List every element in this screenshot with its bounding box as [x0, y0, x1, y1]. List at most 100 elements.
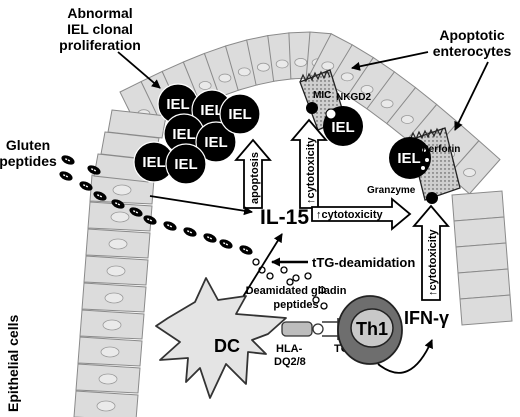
hla-label: HLA-	[276, 343, 303, 355]
epithelial-cell	[455, 242, 509, 274]
cytotoxicity-label-right: ↑cytotoxicity	[316, 209, 384, 221]
deamidated-peptide-icon	[318, 286, 326, 294]
iel-label: IEL	[172, 126, 195, 143]
nkgd2-label: NKGD2	[336, 92, 371, 103]
cell-nucleus	[294, 58, 308, 67]
iel-label: IEL	[166, 96, 189, 113]
abnormal-iel-title: Abnormal	[67, 5, 132, 21]
apoptosis-arrow: apoptosis	[234, 138, 272, 209]
granzyme-icon	[426, 192, 438, 204]
gluten-peptide-icon	[111, 199, 125, 209]
abnormal-iel-title-3: proliferation	[59, 37, 141, 53]
gluten-peptide-icon	[163, 221, 177, 231]
gluten-peptide-icon	[61, 155, 75, 165]
iel-cell: IEL	[165, 143, 207, 185]
iel-perforin: IEL	[389, 137, 431, 179]
epithelial-column-left	[73, 109, 167, 417]
cell-nucleus	[96, 400, 116, 412]
deamidated-peptide-icon	[266, 272, 274, 280]
abnormal-iel-title-2: IEL clonal	[67, 21, 133, 37]
iel-cell: IEL	[219, 93, 261, 135]
deamidated-peptide-icon	[312, 296, 320, 304]
iel-cell: IEL	[133, 141, 175, 183]
cell-nucleus	[106, 265, 126, 277]
apoptotic-title: Apoptotic	[439, 27, 505, 43]
hla-molecule	[281, 321, 313, 337]
cytotoxicity-arrow-ifn: ↑cytotoxicity	[412, 204, 450, 301]
deamidated-label-2: peptides	[273, 299, 318, 311]
mic-ligand-icon	[306, 102, 318, 114]
cell-nucleus	[104, 292, 124, 304]
dc-label: DC	[214, 336, 240, 356]
hla-label-2: DQ2/8	[274, 356, 306, 368]
tcr-receptor	[322, 318, 339, 340]
granzyme-label: Granzyme	[367, 185, 416, 196]
apoptosis-label: apoptosis	[249, 152, 261, 204]
apoptotic-title-2: enterocytes	[433, 43, 512, 59]
deamidated-peptide-dots	[252, 258, 328, 310]
epithelial-cell	[453, 216, 507, 248]
ifn-gamma-label: IFN-γ	[404, 308, 449, 328]
gluten-peptides	[59, 155, 253, 255]
iel-label: IEL	[331, 119, 354, 136]
gluten-peptide-icon	[93, 191, 107, 201]
cell-nucleus	[321, 61, 335, 71]
deamidated-peptide-icon	[286, 278, 294, 286]
cell-nucleus	[102, 319, 122, 331]
cytotoxicity-label-up: ↑cytotoxicity	[305, 136, 317, 204]
epithelial-cell	[459, 294, 513, 326]
th1-label: Th1	[356, 319, 388, 339]
dendritic-cell: DC	[155, 277, 287, 399]
iel-label: IEL	[174, 156, 197, 173]
th1-cell: Th1	[337, 295, 403, 365]
cell-nucleus	[237, 67, 251, 77]
iel-label: IEL	[200, 102, 223, 119]
epithelial-cell	[451, 190, 505, 222]
gluten-peptide-icon	[87, 165, 101, 175]
cytotoxicity-arrow-up: ↑cytotoxicity	[290, 118, 328, 209]
cell-nucleus	[100, 346, 120, 358]
gluten-label-2: peptides	[0, 153, 57, 169]
gluten-peptide-icon	[143, 215, 157, 225]
epithelial-cells-label: Epithelial cells	[5, 315, 21, 412]
deamidated-label: Deamidated gliadin	[246, 285, 347, 297]
epithelial-cell	[457, 268, 511, 300]
deamidated-peptide-icon	[304, 272, 312, 280]
iel-label: IEL	[204, 134, 227, 151]
cell-nucleus	[463, 168, 476, 177]
gluten-peptide-icon	[203, 233, 217, 243]
cell-nucleus	[360, 85, 374, 94]
iel-label: IEL	[228, 106, 251, 123]
cytotoxicity-label-ifn: ↑cytotoxicity	[427, 228, 439, 296]
iel-nkgd2: IEL	[323, 106, 363, 146]
cell-nucleus	[340, 72, 354, 82]
cytotoxicity-arrow-right: ↑cytotoxicity	[311, 197, 412, 231]
deamidated-peptide-icon	[320, 302, 328, 310]
perforin-label: Perforin	[422, 144, 460, 155]
gluten-peptide-icon	[219, 239, 233, 249]
gluten-peptide-icon	[129, 207, 143, 217]
cell-nucleus	[256, 62, 270, 72]
cell-nucleus	[275, 59, 289, 69]
cell-nucleus	[198, 81, 212, 90]
iel-cell: IEL	[195, 121, 237, 163]
mic-label: MIC	[313, 90, 331, 101]
cell-nucleus	[380, 99, 394, 109]
cell-nucleus	[218, 73, 232, 83]
cell-nucleus	[108, 238, 128, 250]
iel-label: IEL	[142, 154, 165, 171]
gluten-peptide-icon	[79, 181, 93, 191]
epithelial-column-right	[451, 190, 513, 326]
deamidated-peptide-icon	[252, 258, 260, 266]
cell-nucleus	[112, 184, 132, 196]
iel-cell: IEL	[163, 113, 205, 155]
epithelial-cell	[107, 109, 167, 139]
il15-label: IL-15	[260, 206, 309, 229]
cell-nucleus	[110, 211, 130, 223]
deamidated-peptide-icon	[280, 266, 288, 274]
gluten-peptide-icon	[59, 171, 73, 181]
gluten-label: Gluten	[6, 137, 50, 153]
gluten-peptide-icon	[183, 227, 197, 237]
